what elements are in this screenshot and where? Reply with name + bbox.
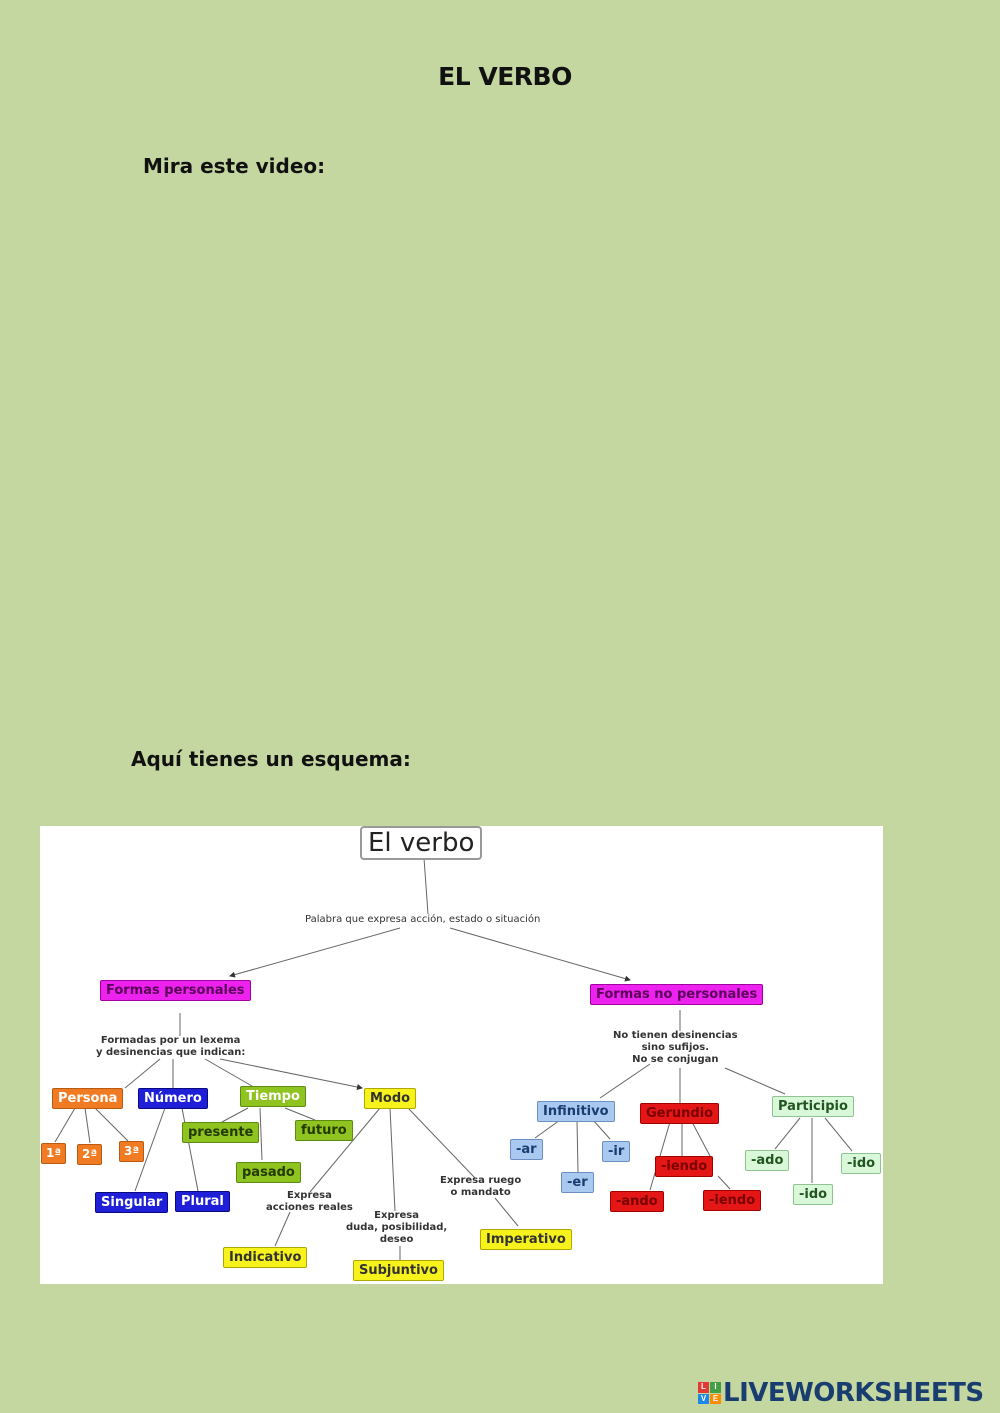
- indicativo-note: Expresa acciones reales: [266, 1190, 353, 1214]
- node-ado: -ado: [745, 1150, 790, 1171]
- node-formas-personales: Formas personales: [100, 980, 251, 1001]
- node-ar: -ar: [510, 1139, 543, 1160]
- node-pasado: pasado: [236, 1162, 301, 1183]
- node-gerundio-ando: -ando: [610, 1191, 664, 1212]
- node-participio: Participio: [772, 1096, 854, 1117]
- connector-lines: [54, 857, 853, 1260]
- definition-note: Palabra que expresa acción, estado o sit…: [305, 914, 541, 925]
- personal-note-line2: y desinencias que indican:: [96, 1047, 246, 1058]
- liveworksheets-logo: L I V E LIVEWORKSHEETS: [698, 1378, 984, 1408]
- node-persona-1: 1ª: [41, 1143, 67, 1164]
- non-personal-note-line1: No tienen desinencias: [613, 1030, 738, 1041]
- node-persona-2: 2ª: [77, 1144, 103, 1165]
- node-gerundio: Gerundio: [640, 1103, 720, 1124]
- root-node-el-verbo: El verbo: [360, 826, 483, 860]
- node-ir: -ir: [602, 1141, 631, 1162]
- indicativo-note-line2: acciones reales: [266, 1202, 353, 1213]
- logo-letter-i: I: [710, 1382, 721, 1393]
- indicativo-note-line1: Expresa: [287, 1190, 332, 1201]
- node-futuro: futuro: [295, 1120, 353, 1141]
- node-formas-no-personales: Formas no personales: [590, 984, 764, 1005]
- liveworksheets-wordmark: LIVEWORKSHEETS: [723, 1378, 984, 1408]
- subjuntivo-note-line3: deseo: [379, 1234, 414, 1245]
- subjuntivo-note-line1: Expresa: [374, 1210, 420, 1221]
- personal-note-line1: Formadas por un lexema: [100, 1035, 241, 1046]
- imperativo-note-line1: Expresa ruego: [440, 1175, 522, 1186]
- node-gerundio-iendo-1: -iendo: [655, 1156, 714, 1177]
- video-instruction: Mira este video:: [143, 154, 326, 178]
- node-infinitivo: Infinitivo: [537, 1101, 615, 1122]
- node-presente: presente: [182, 1122, 260, 1143]
- node-singular: Singular: [95, 1192, 169, 1213]
- node-indicativo: Indicativo: [223, 1247, 308, 1268]
- imperativo-note: Expresa ruego o mandato: [440, 1175, 521, 1199]
- scheme-instruction: Aquí tienes un esquema:: [131, 747, 411, 771]
- node-tiempo: Tiempo: [240, 1086, 306, 1107]
- node-ido-2: -ido: [841, 1153, 882, 1174]
- verb-concept-map: El verbo Palabra que expresa acción, est…: [40, 826, 883, 1284]
- node-subjuntivo: Subjuntivo: [353, 1260, 444, 1281]
- logo-letter-v: V: [698, 1393, 709, 1404]
- logo-letter-l: L: [698, 1382, 709, 1393]
- subjuntivo-note: Expresa duda, posibilidad, deseo: [346, 1210, 447, 1246]
- non-personal-note-line3: No se conjugan: [632, 1054, 719, 1065]
- node-ido-1: -ido: [793, 1184, 834, 1205]
- node-plural: Plural: [175, 1191, 230, 1212]
- logo-letter-e: E: [710, 1393, 721, 1404]
- subjuntivo-note-line2: duda, posibilidad,: [346, 1222, 448, 1233]
- node-numero: Número: [138, 1088, 208, 1109]
- node-gerundio-iendo-2: -iendo: [703, 1190, 762, 1211]
- page-title: EL VERBO: [438, 62, 572, 91]
- non-personal-note: No tienen desinencias sino sufijos. No s…: [613, 1030, 738, 1066]
- node-modo: Modo: [364, 1088, 417, 1109]
- personal-note: Formadas por un lexema y desinencias que…: [96, 1035, 245, 1059]
- liveworksheets-logo-icon: L I V E: [698, 1382, 721, 1404]
- imperativo-note-line2: o mandato: [450, 1187, 511, 1198]
- non-personal-note-line2: sino sufijos.: [641, 1042, 709, 1053]
- node-persona: Persona: [52, 1088, 124, 1109]
- node-imperativo: Imperativo: [480, 1229, 572, 1250]
- node-er: -er: [561, 1172, 594, 1193]
- node-persona-3: 3ª: [119, 1141, 145, 1162]
